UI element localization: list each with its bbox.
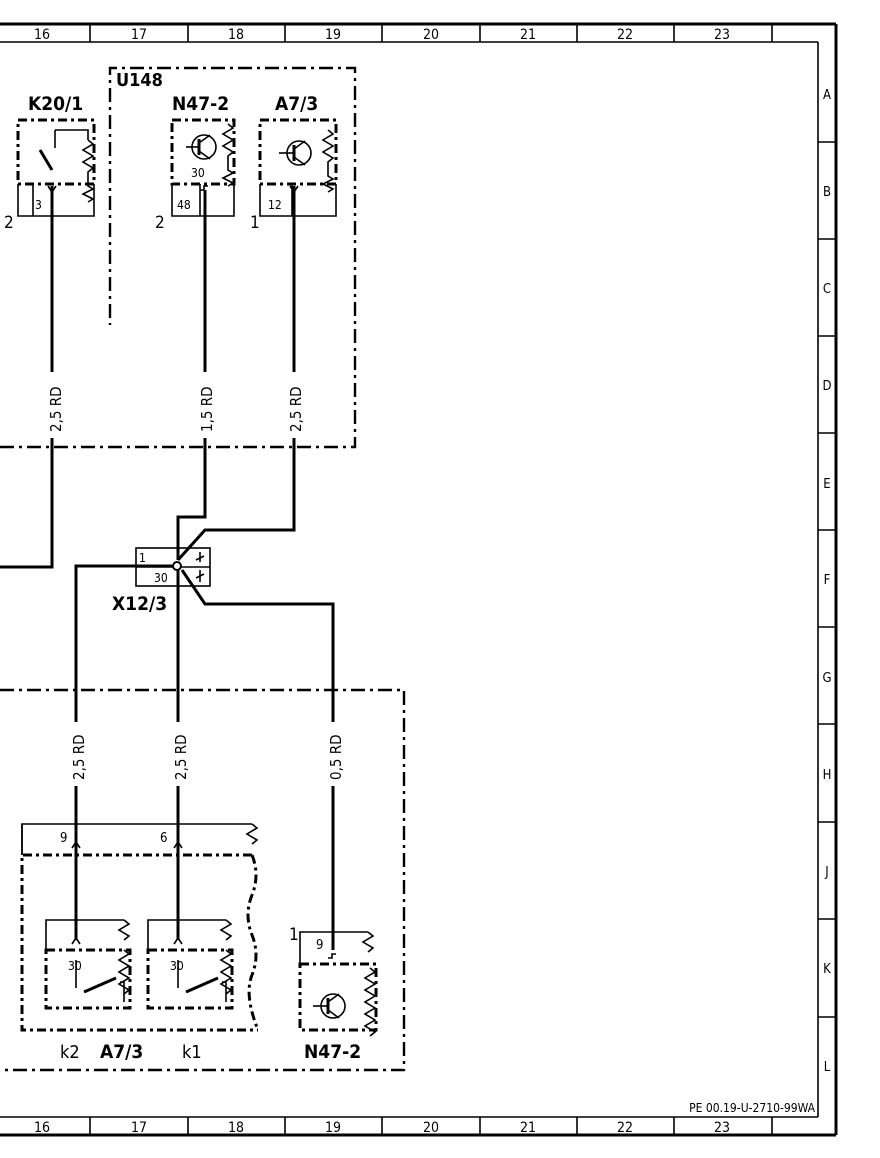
col-label: 23 bbox=[714, 27, 730, 43]
lower-wires bbox=[74, 786, 335, 950]
wire-label: 1,5 RD bbox=[198, 386, 216, 432]
k20-1-pin: 3 bbox=[35, 198, 42, 212]
col-label: 18 bbox=[228, 1120, 244, 1136]
n47-2-top-side: 2 bbox=[155, 213, 165, 233]
col-label: 20 bbox=[423, 1120, 439, 1136]
u148-boundary: U148 bbox=[0, 66, 357, 449]
a7-3-top-component: A7/3 12 1 bbox=[250, 93, 338, 372]
x12-3-pin-b: 30 bbox=[154, 571, 168, 585]
row-label: B bbox=[823, 185, 831, 200]
n47-2-bottom-pin: 9 bbox=[316, 938, 323, 953]
wire-label: 2,5 RD bbox=[287, 386, 305, 432]
row-label: A bbox=[823, 88, 831, 103]
x12-3-connector: 1 30 X12/3 bbox=[112, 547, 211, 615]
col-label: 22 bbox=[617, 27, 633, 43]
x12-3-label: X12/3 bbox=[112, 593, 167, 615]
n47-2-bottom-label: N47-2 bbox=[304, 1041, 361, 1063]
row-label: C bbox=[823, 282, 831, 297]
a7-3-top-side: 1 bbox=[250, 213, 260, 233]
col-label: 21 bbox=[520, 27, 536, 43]
k20-1-label: K20/1 bbox=[28, 93, 83, 115]
col-label: 16 bbox=[34, 27, 50, 43]
n47-2-top-component: N47-2 48 30 2 bbox=[155, 93, 236, 372]
a7-3-k1-label: k1 bbox=[182, 1042, 202, 1063]
n47-2-bottom-side: 1 bbox=[289, 925, 299, 945]
a7-3-top-pin: 12 bbox=[268, 198, 282, 212]
n47-2-top-inner: 30 bbox=[191, 166, 205, 180]
col-label: 23 bbox=[714, 1120, 730, 1136]
a7-3-bottom-component: 9 6 30 30 k2 A7/3 k1 bbox=[20, 823, 260, 1063]
row-label: D bbox=[822, 379, 831, 394]
n47-2-top-pin: 48 bbox=[177, 198, 191, 212]
col-label: 19 bbox=[325, 27, 341, 43]
a7-3-pin-right: 6 bbox=[160, 831, 167, 846]
column-labels-bottom: 16 17 18 19 20 21 22 23 bbox=[34, 1120, 730, 1136]
row-label: K bbox=[823, 962, 831, 977]
col-label: 20 bbox=[423, 27, 439, 43]
row-label: F bbox=[824, 573, 831, 588]
wire-label: 2,5 RD bbox=[47, 386, 65, 432]
col-label: 19 bbox=[325, 1120, 341, 1136]
wire-paths bbox=[0, 438, 335, 722]
row-label: H bbox=[823, 768, 832, 783]
u148-label: U148 bbox=[116, 70, 163, 91]
k20-1-component: K20/1 3 2 bbox=[4, 93, 96, 372]
col-label: 17 bbox=[131, 1120, 147, 1136]
a7-3-top-label: A7/3 bbox=[275, 93, 318, 115]
a7-3-inner-left: 30 bbox=[68, 959, 82, 973]
row-labels: A B C D E F G H J K L bbox=[822, 88, 831, 1075]
x12-3-pin-a: 1 bbox=[139, 551, 146, 565]
col-label: 22 bbox=[617, 1120, 633, 1136]
drawing-frame bbox=[0, 22, 838, 1137]
wire-label: 0,5 RD bbox=[327, 734, 345, 780]
row-label: J bbox=[824, 865, 828, 880]
column-labels-top: 16 17 18 19 20 21 22 23 bbox=[34, 27, 730, 43]
a7-3-inner-right: 30 bbox=[170, 959, 184, 973]
wire-label: 2,5 RD bbox=[70, 734, 88, 780]
col-label: 16 bbox=[34, 1120, 50, 1136]
n47-2-top-label: N47-2 bbox=[172, 93, 229, 115]
a7-3-bottom-label: A7/3 bbox=[100, 1041, 143, 1063]
col-label: 17 bbox=[131, 27, 147, 43]
row-label: G bbox=[822, 671, 831, 686]
wire-label: 2,5 RD bbox=[172, 734, 190, 780]
drawing-number: PE 00.19-U-2710-99WA bbox=[689, 1101, 815, 1115]
a7-3-pin-left: 9 bbox=[60, 831, 67, 846]
col-label: 21 bbox=[520, 1120, 536, 1136]
lower-boundary bbox=[0, 688, 406, 1072]
k20-1-side: 2 bbox=[4, 213, 14, 233]
a7-3-k2-label: k2 bbox=[60, 1042, 80, 1063]
col-label: 18 bbox=[228, 27, 244, 43]
row-label: L bbox=[824, 1060, 831, 1075]
row-label: E bbox=[823, 477, 830, 492]
n47-2-bottom-component: 9 1 N47-2 bbox=[289, 925, 378, 1063]
